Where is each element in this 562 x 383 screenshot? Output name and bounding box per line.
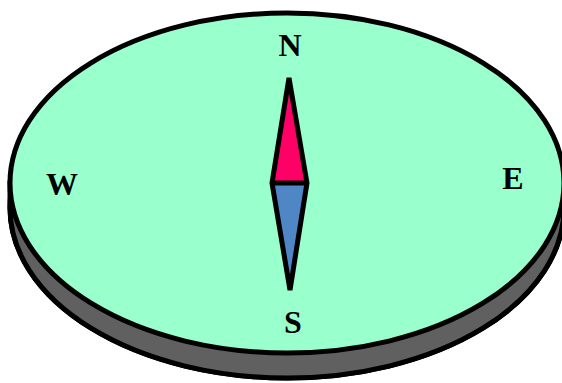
east-label: E xyxy=(502,162,523,194)
south-label: S xyxy=(284,306,302,338)
needle-outline xyxy=(272,78,307,290)
west-label: W xyxy=(46,168,78,200)
north-label: N xyxy=(278,29,301,61)
needle-divider xyxy=(272,181,307,186)
compass-face xyxy=(10,13,562,353)
